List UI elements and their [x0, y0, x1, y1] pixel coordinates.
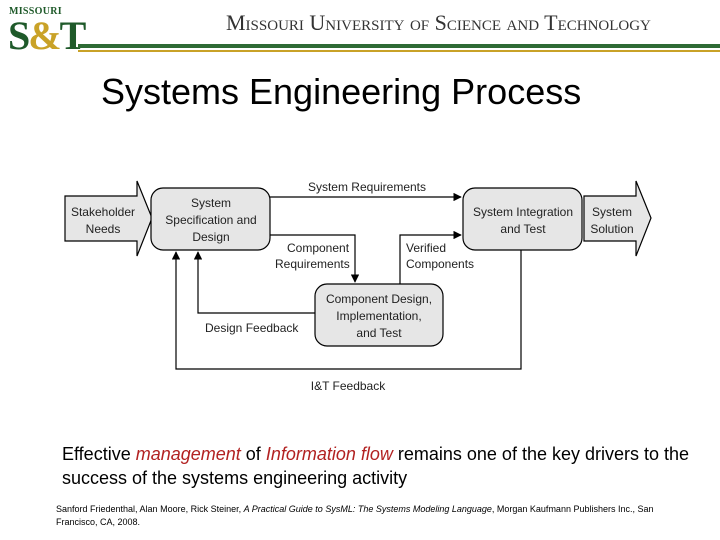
statement-text-2: of	[240, 444, 266, 464]
component-design-box	[314, 283, 444, 347]
citation: Sanford Friedenthal, Alan Moore, Rick St…	[56, 503, 666, 529]
system-integration-box	[462, 187, 583, 251]
statement-text-3: remains one of the key drivers to the su…	[62, 444, 690, 488]
citation-book-title: A Practical Guide to SysML: The Systems …	[243, 504, 492, 514]
component-requirements-flow	[270, 234, 360, 283]
logo-amp: &	[28, 13, 61, 58]
system-requirements-label: System Requirements	[308, 180, 426, 194]
stakeholder-needs-arrow	[64, 180, 153, 257]
header-divider-green	[78, 44, 720, 48]
citation-publisher: , Morgan Kaufmann Publishers Inc., San F…	[56, 504, 654, 527]
statement-emphasis-management: management	[135, 444, 241, 464]
component-design-label: Component Design,Implementation,and Test	[326, 292, 432, 340]
statement-text-1: Effective	[62, 444, 136, 464]
design-feedback-flow	[193, 251, 315, 314]
it-feedback-label: I&T Feedback	[311, 379, 386, 393]
slide-title: Systems Engineering Process	[101, 71, 582, 112]
university-logo: S&T	[8, 13, 86, 58]
system-spec-box	[150, 187, 271, 251]
it-feedback-flow	[171, 250, 522, 370]
statement-emphasis-information-flow: Information flow	[265, 444, 393, 464]
system-solution-arrow	[583, 180, 652, 257]
header-banner: MISSOURI S&T Missouri University of Scie…	[0, 0, 720, 62]
key-statement: Effective management of Information flow…	[62, 442, 702, 490]
logo-s: S	[8, 13, 30, 58]
header-divider-gold	[78, 50, 720, 52]
logo-top-text: MISSOURI	[9, 6, 62, 17]
citation-authors: Sanford Friedenthal, Alan Moore, Rick St…	[56, 504, 244, 514]
verified-components-flow	[399, 230, 462, 284]
design-feedback-label: Design Feedback	[205, 321, 299, 335]
university-name: Missouri University of Science and Techn…	[226, 10, 651, 35]
